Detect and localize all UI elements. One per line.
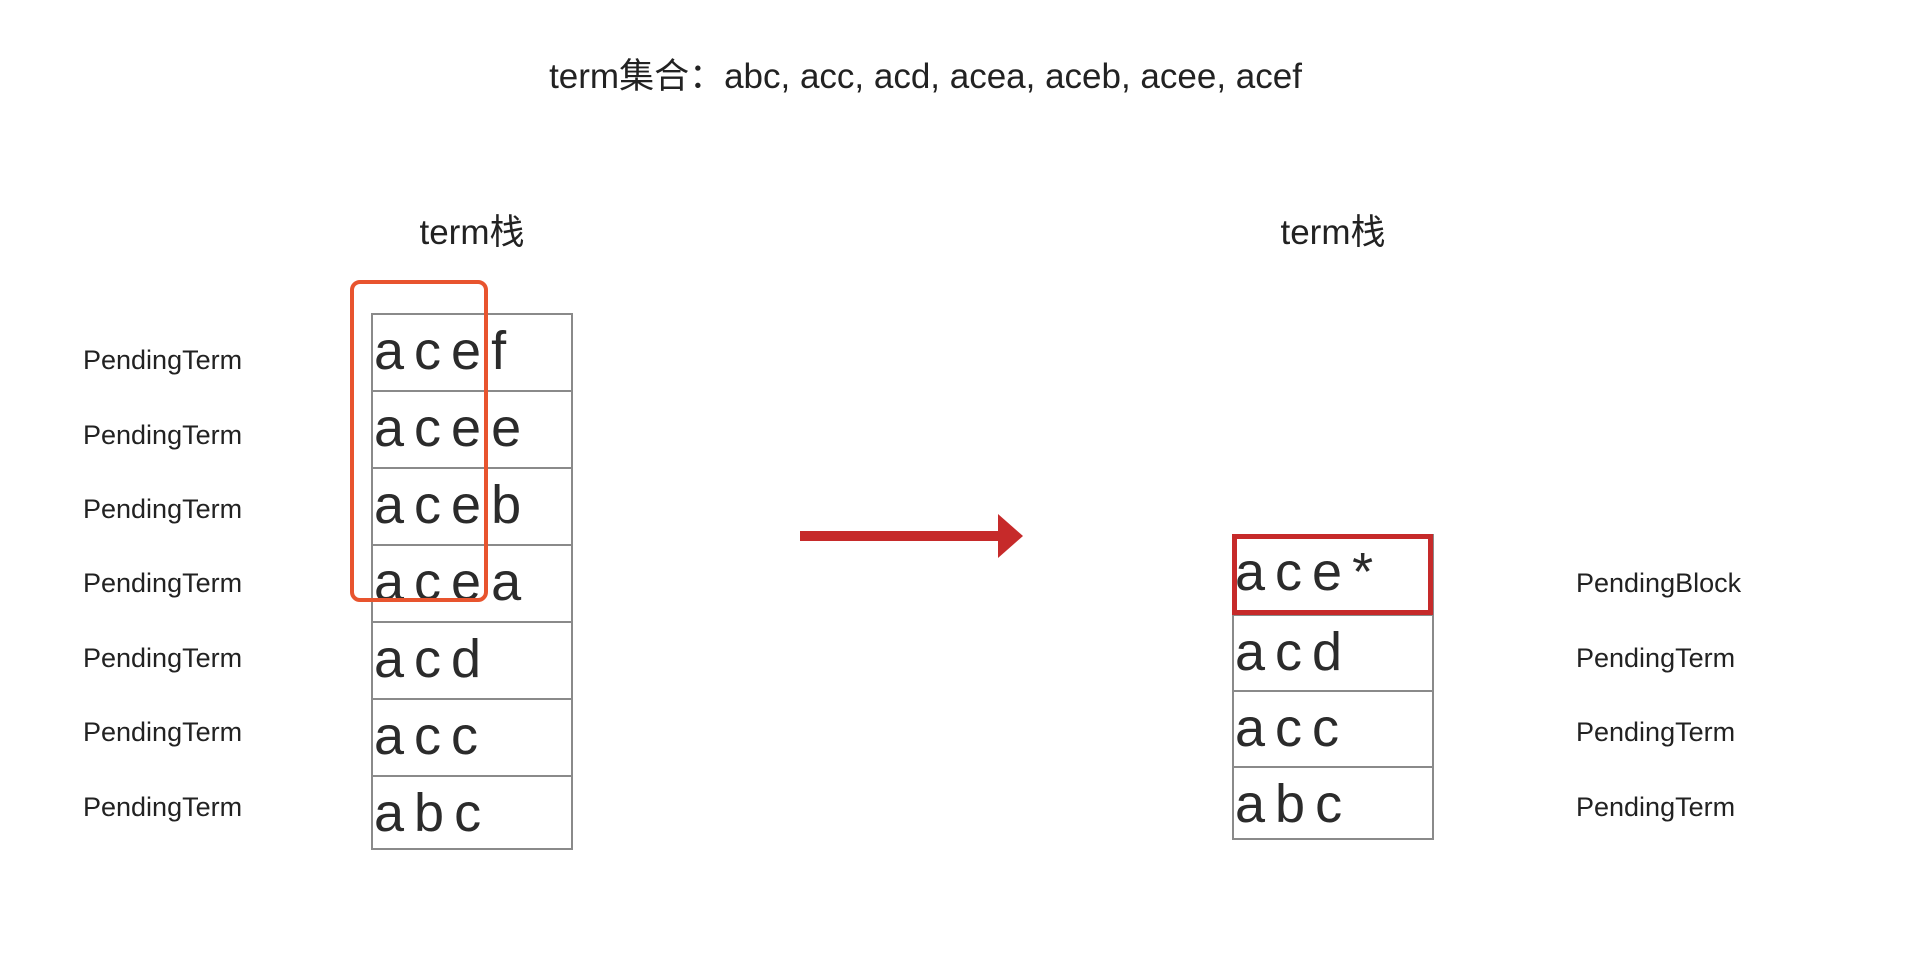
transform-arrow-icon — [800, 514, 1023, 558]
left-row-label: PendingTerm — [83, 345, 243, 375]
stack-cell: abc — [1235, 774, 1353, 834]
left-row-label: PendingTerm — [83, 717, 243, 747]
left-row-label: PendingTerm — [83, 568, 243, 598]
stack-cell: acea — [373, 546, 571, 623]
stack-cell: acd — [373, 623, 571, 700]
stack-cell: aceb — [373, 469, 571, 546]
right-row-label: PendingTerm — [1576, 643, 1736, 673]
right-term-stack: ace* acd acc abc — [1232, 534, 1434, 840]
right-row-label: PendingTerm — [1576, 792, 1736, 822]
stack-cell: abc — [374, 783, 492, 843]
stack-cell: acd — [1234, 616, 1432, 692]
left-term-stack: acef acee aceb acea acd acc abc — [371, 313, 573, 850]
left-stack-heading: term栈 — [419, 213, 525, 252]
left-row-label: PendingTerm — [83, 643, 243, 673]
left-row-label: PendingTerm — [83, 494, 243, 524]
stack-cell: ace* — [1234, 536, 1432, 616]
right-stack-heading: term栈 — [1280, 213, 1386, 252]
left-row-label: PendingTerm — [83, 792, 243, 822]
right-row-label: PendingTerm — [1576, 717, 1736, 747]
stack-cell: acc — [1234, 692, 1432, 768]
stack-cell: acc — [373, 700, 571, 777]
left-row-label: PendingTerm — [83, 420, 243, 450]
diagram-title: term集合：abc, acc, acd, acea, aceb, acee, … — [549, 57, 1302, 96]
right-row-label: PendingBlock — [1576, 568, 1742, 598]
stack-cell: acef — [373, 315, 571, 392]
stack-cell: acee — [373, 392, 571, 469]
